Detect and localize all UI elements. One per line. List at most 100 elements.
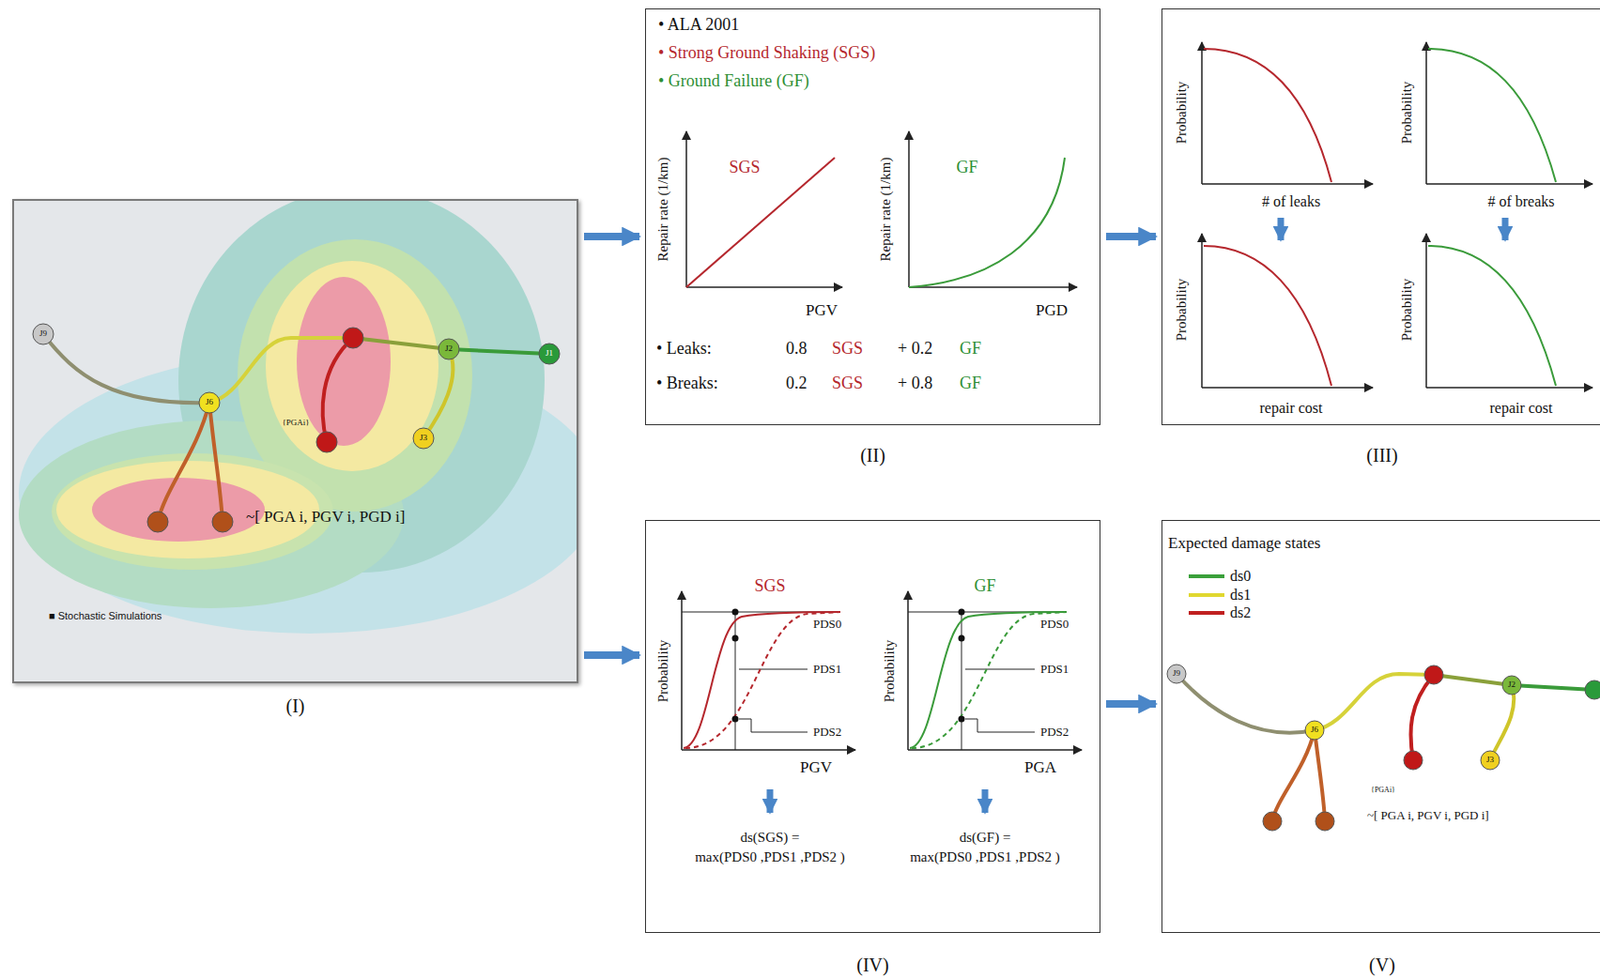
chart-axis (1426, 386, 1593, 389)
axis-label: Repair rate (1/km) (655, 157, 672, 262)
axis-label: Probability (655, 640, 672, 704)
junction (1584, 680, 1600, 700)
curve-label: PDS2 (813, 725, 842, 739)
legend-entry: ds1 (1230, 586, 1251, 604)
fragility-chart (683, 612, 841, 749)
axis-label: Probability (881, 640, 898, 704)
formula-text: max(PDS0 ,PDS1 ,PDS2 ) (909, 849, 1061, 866)
fragility-chart (732, 635, 739, 643)
junction (438, 338, 460, 360)
probability-curve (1428, 246, 1556, 386)
pipeline (209, 402, 223, 523)
flow-arrow (1106, 700, 1156, 708)
panel-caption: (V) (1369, 954, 1396, 977)
curve-label: PDS1 (813, 662, 842, 677)
fragility-chart (958, 609, 966, 616)
curve-label: PDS0 (1040, 617, 1069, 631)
formula-text: 0.8 (785, 339, 808, 359)
hazard-map (296, 276, 391, 447)
hazard-map (265, 261, 439, 472)
panel-caption: (I) (286, 695, 306, 718)
intensity-vector: ~[ PGA i, PGV i, PGD i] (1367, 809, 1490, 823)
flow-arrow (769, 217, 1506, 814)
axis-label: PGA (1024, 759, 1057, 778)
probability-curve (1203, 246, 1332, 386)
pipeline (1511, 685, 1595, 691)
junction-id: J2 (445, 344, 453, 354)
hazard-map (12, 199, 579, 684)
chart-axis (908, 286, 1077, 289)
chart-axis (1425, 42, 1428, 185)
axis-label: # of leaks (1261, 193, 1321, 211)
junction (32, 323, 54, 345)
panel-box: (IV) (645, 520, 1101, 934)
formula-text: max(PDS0 ,PDS1 ,PDS2 ) (694, 849, 846, 866)
fragility-chart (958, 716, 966, 724)
intensity-set: {PGAi} (1370, 786, 1396, 796)
fragility-chart (958, 635, 966, 643)
junction (342, 327, 364, 349)
chart-axis (1201, 183, 1373, 185)
chart-axis (907, 131, 910, 288)
chart-title: GF (973, 577, 996, 597)
fragility-chart (961, 612, 963, 751)
fragility-chart (738, 719, 808, 733)
junction (1167, 664, 1600, 831)
junction (1480, 751, 1500, 770)
pipeline (1410, 675, 1434, 761)
fragility-chart (681, 591, 856, 751)
fragility-chart (732, 716, 739, 724)
curve-label: PDS2 (1040, 725, 1069, 739)
junction-id: J1 (545, 349, 554, 359)
panel-box: (V) (1161, 520, 1600, 934)
junction (32, 323, 560, 533)
axis-label: repair cost (1489, 400, 1553, 417)
bullet-text: • Strong Ground Shaking (SGS) (658, 44, 876, 63)
probability-curve (1428, 48, 1556, 183)
junction (1424, 665, 1444, 685)
fragility-chart (738, 669, 808, 671)
junction-id: J3 (1486, 755, 1494, 766)
chart-axis (1201, 42, 1593, 388)
chart-axis (1426, 183, 1593, 185)
flow-arrow (767, 789, 774, 814)
fragility-chart (907, 591, 909, 751)
pipeline (1176, 674, 1315, 734)
chart-axis (686, 131, 1077, 288)
pipeline (353, 338, 449, 350)
pipeline (43, 334, 210, 403)
fragility-chart (911, 612, 1067, 749)
junction (316, 431, 338, 453)
hazard-map (51, 453, 334, 570)
panel-caption: (IV) (856, 954, 889, 977)
fragility-chart (907, 591, 1082, 751)
panel-caption: (III) (1366, 445, 1398, 467)
flow-arrow (1277, 217, 1285, 241)
formula-text: 0.2 (785, 374, 808, 394)
flow-arrow (584, 232, 640, 241)
junction-id: J3 (419, 433, 428, 444)
pipeline (323, 338, 354, 443)
flow-arrow (1502, 217, 1509, 241)
axis-label: PGD (1035, 302, 1068, 321)
pipeline (1490, 685, 1514, 761)
flow-arrow (982, 789, 989, 814)
fragility-chart (685, 612, 841, 749)
pipeline (423, 349, 453, 439)
fragility-chart (732, 609, 739, 616)
formula-text: ds(GF) = (959, 830, 1012, 847)
formula-text: + 0.2 (897, 339, 933, 359)
bullet-text: • Ground Failure (GF) (658, 72, 810, 92)
map-note: ■ Stochastic Simulations (48, 610, 162, 622)
junction (147, 511, 169, 533)
formula-text: + 0.8 (897, 374, 933, 394)
chart-axis (1200, 233, 1203, 388)
junction-id: J6 (1310, 725, 1319, 736)
legend-line (1188, 611, 1225, 616)
fragility-chart (681, 749, 856, 752)
junction (538, 343, 560, 365)
axis-label: Repair rate (1/km) (877, 157, 894, 262)
